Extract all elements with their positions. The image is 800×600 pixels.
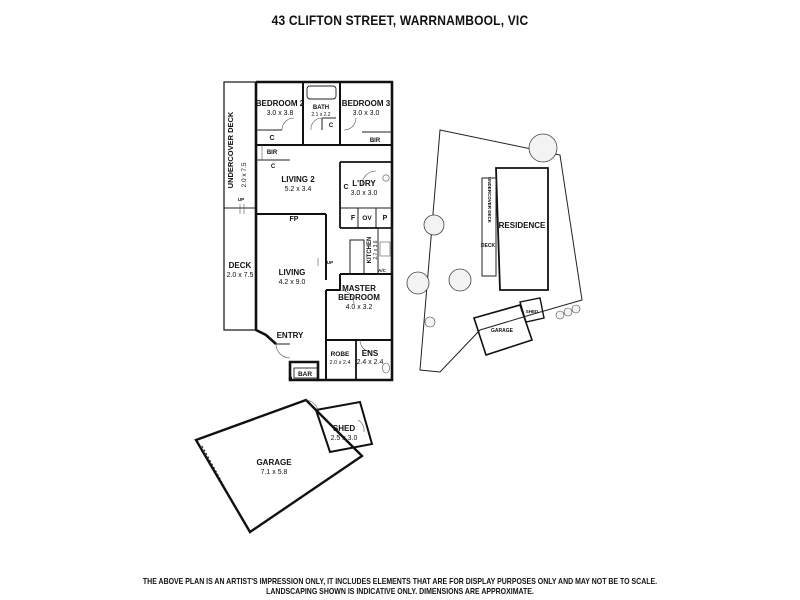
label-garage: GARAGE [256, 458, 292, 467]
label-undercover-deck: UNDERCOVER DECK [226, 111, 235, 188]
dim-shed: 2.5 x 3.0 [331, 435, 358, 442]
plan-title: 43 CLIFTON STREET, WARRNAMBOOL, VIC [271, 12, 529, 28]
label-entry: ENTRY [277, 331, 304, 340]
label-site-deck: DECK [481, 243, 496, 249]
label-ov: OV [362, 215, 372, 222]
dim-living: 4.2 x 9.0 [279, 279, 306, 286]
dim-kitchen: 2.7 x 3.6 [373, 240, 379, 259]
dim-bedroom2: 3.0 x 3.8 [267, 110, 294, 117]
label-robe: ROBE [331, 351, 350, 358]
label-ldry: L'DRY [352, 179, 376, 188]
disclaimer-line-1: THE ABOVE PLAN IS AN ARTIST'S IMPRESSION… [142, 576, 658, 586]
label-bir-2: BIR [370, 138, 381, 144]
label-up-2: UP [327, 260, 333, 265]
dim-living2: 5.2 x 3.4 [285, 186, 312, 193]
dim-robe: 2.0 x 2.4 [329, 360, 350, 366]
label-ens: ENS [362, 349, 379, 358]
label-f: F [351, 215, 356, 222]
label-site-undercover-deck: UNDERCOVER DECK [487, 177, 492, 224]
label-bedroom3: BEDROOM 3 [342, 99, 391, 108]
dim-garage: 7.1 x 5.8 [261, 469, 288, 476]
label-c-2: C [329, 123, 334, 129]
label-up-1: UP [238, 197, 244, 202]
site-plan [406, 129, 583, 373]
dim-deck: 2.0 x 7.5 [227, 272, 254, 279]
label-bar: BAR [298, 371, 312, 378]
label-p: P [383, 215, 388, 222]
dim-bedroom3: 3.0 x 3.0 [353, 110, 380, 117]
house-structure [223, 80, 394, 382]
label-c-3: C [271, 164, 276, 170]
label-site-shed: SHED [526, 309, 539, 314]
label-c-4: C [343, 184, 348, 191]
dim-ldry: 3.0 x 3.0 [351, 190, 378, 197]
dim-master: 4.0 x 3.2 [346, 304, 373, 311]
label-kitchen: KITCHEN [367, 237, 373, 264]
dim-undercover-deck: 2.0 x 7.5 [241, 162, 248, 187]
disclaimer-line-2: LANDSCAPING SHOWN IS INDICATIVE ONLY. DI… [266, 586, 534, 596]
label-fp: FP [290, 216, 299, 223]
label-shed: SHED [333, 424, 355, 433]
label-living: LIVING [279, 268, 306, 277]
label-bir-1: BIR [267, 150, 278, 156]
label-deck: DECK [229, 261, 252, 270]
label-living2: LIVING 2 [281, 175, 315, 184]
disclaimer: THE ABOVE PLAN IS AN ARTIST'S IMPRESSION… [72, 576, 728, 596]
label-bedroom2: BEDROOM 2 [256, 99, 305, 108]
label-site-garage: GARAGE [491, 328, 514, 334]
label-master-1: MASTER [342, 284, 376, 293]
label-ac: A/C [378, 268, 387, 273]
dim-bath: 2.1 x 2.2 [311, 112, 330, 118]
label-c-1: C [269, 135, 274, 142]
label-residence: RESIDENCE [499, 221, 546, 230]
label-bath: BATH [313, 105, 329, 111]
garage-structure [194, 398, 374, 534]
dim-ens: 2.4 x 2.4 [357, 359, 384, 366]
label-master-2: BEDROOM [338, 293, 380, 302]
